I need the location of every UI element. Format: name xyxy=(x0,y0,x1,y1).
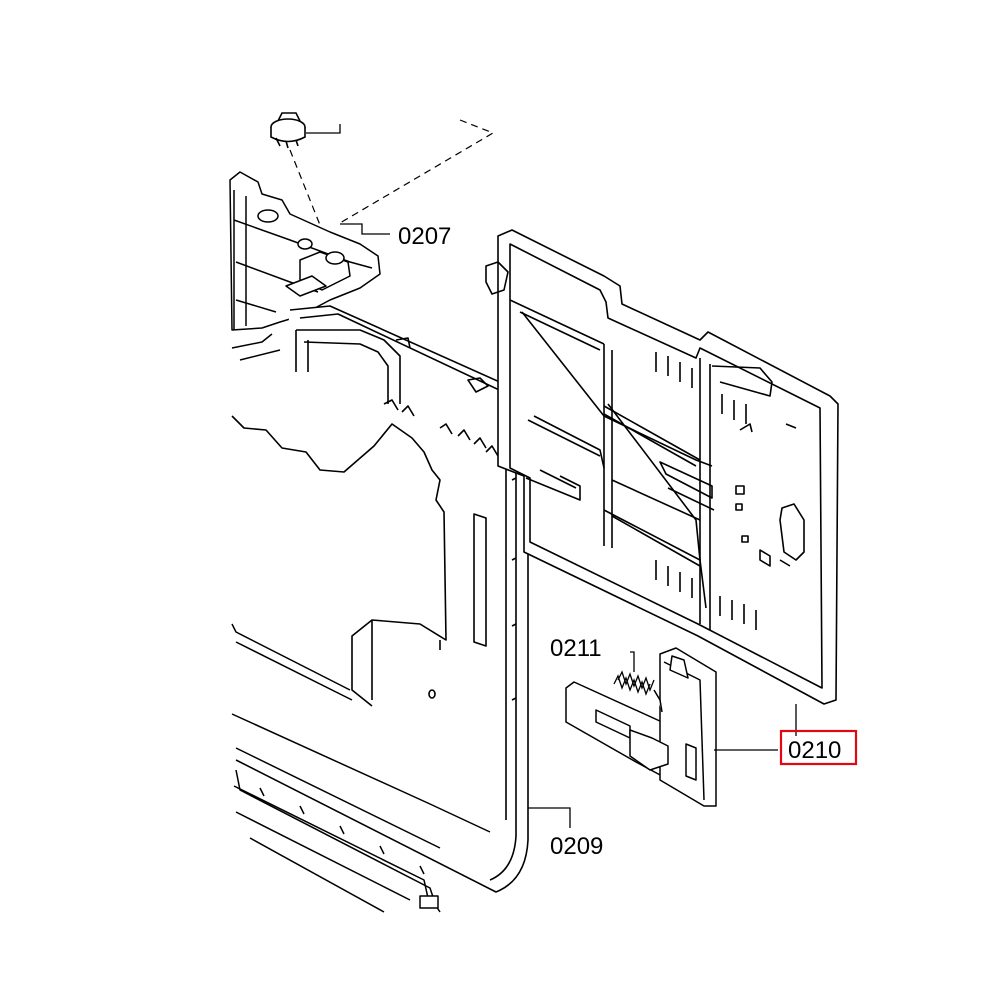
side-panel-part xyxy=(231,305,529,893)
spring-part xyxy=(613,670,655,696)
callout-label-0209: 0209 xyxy=(550,833,603,860)
top-frame-part xyxy=(229,171,381,361)
bottom-rail-part xyxy=(231,623,491,913)
highlight-box xyxy=(779,729,858,766)
latch-plate-part xyxy=(565,647,717,807)
knob-part xyxy=(270,112,306,149)
knob-leader xyxy=(306,124,341,134)
callout-label-0207: 0207 xyxy=(398,223,451,250)
rear-cover-part xyxy=(485,229,839,705)
callout-label-0210[interactable]: 0210 xyxy=(788,737,841,764)
callout-label-0211: 0211 xyxy=(550,635,602,662)
